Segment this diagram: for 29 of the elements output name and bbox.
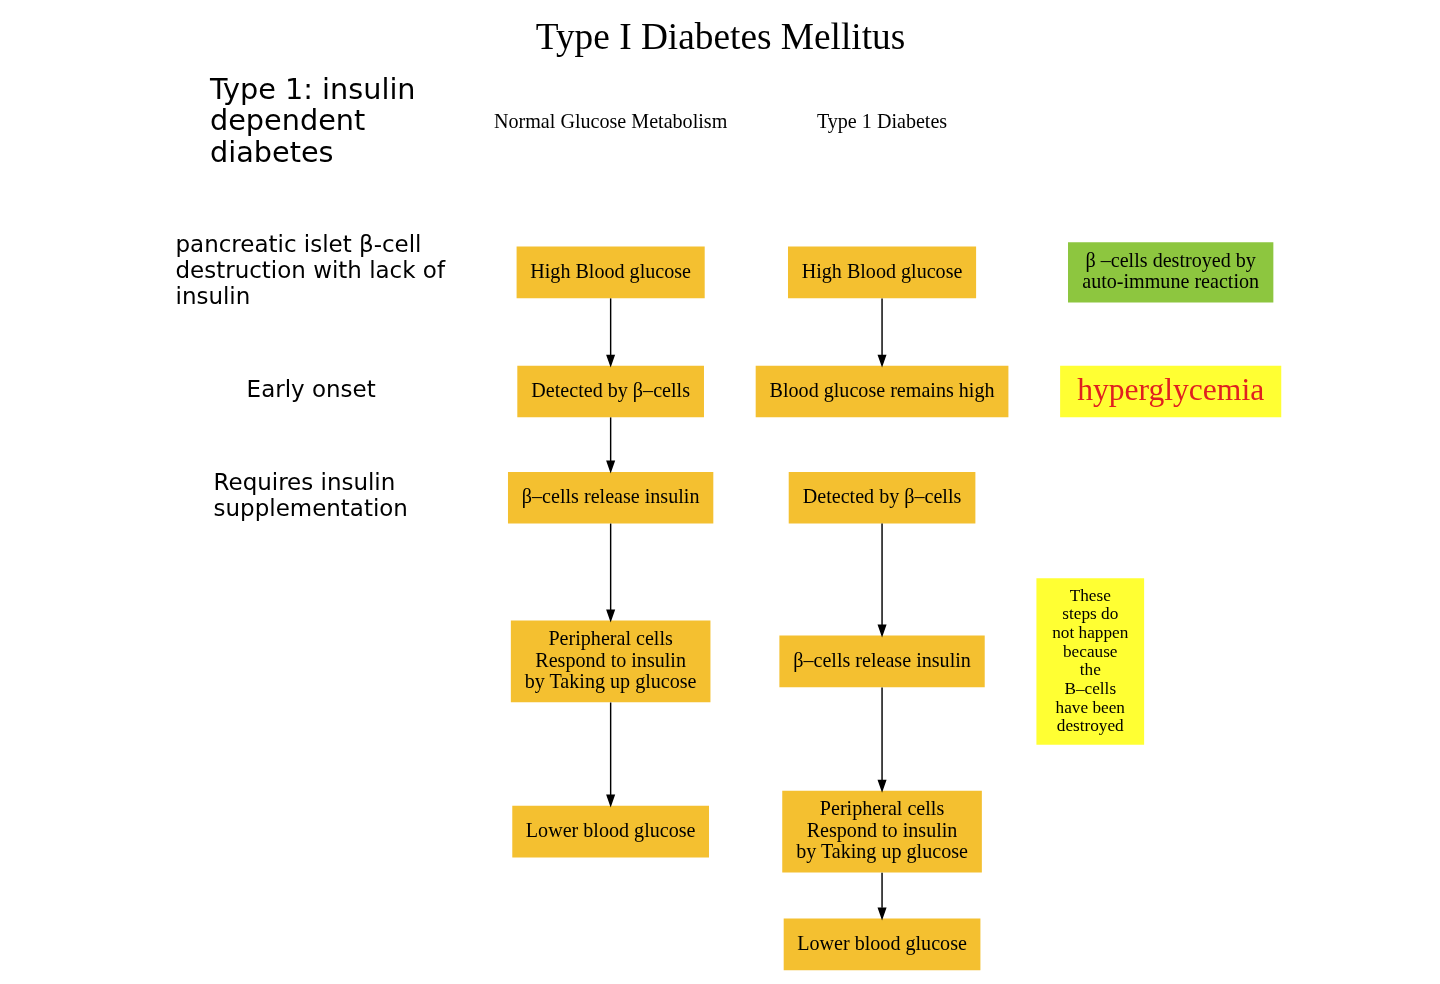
node-box: hyperglycemia xyxy=(1059,365,1281,418)
node-box: These steps do not happen because the B–cells have been destroyed xyxy=(1035,578,1144,745)
label: Requires insulin supplementation xyxy=(213,469,408,522)
arrow xyxy=(605,522,615,623)
node-box: β–cells release insulin xyxy=(778,635,985,688)
diagram-title: Type I Diabetes Mellitus xyxy=(535,16,905,58)
node-box: Detected by β–cells xyxy=(516,365,704,418)
arrow xyxy=(605,297,615,368)
node-box: Detected by β–cells xyxy=(788,471,975,524)
node-box: Peripheral cells Respond to insulin by Taking up glucose xyxy=(781,790,982,873)
node-box: Blood glucose remains high xyxy=(755,365,1008,418)
arrow xyxy=(877,872,887,921)
label: Type 1: insulin dependent diabetes xyxy=(209,71,416,169)
node-box: Peripheral cells Respond to insulin by Taking up glucose xyxy=(510,620,710,703)
node-box: High Blood glucose xyxy=(787,246,976,299)
node-box: β–cells release insulin xyxy=(507,471,713,524)
node-box: Lower blood glucose xyxy=(783,918,980,971)
label: Type 1 Diabetes xyxy=(816,110,947,133)
node-box: β –cells destroyed by auto-immune reaction xyxy=(1067,242,1273,303)
arrow xyxy=(877,686,887,793)
arrow xyxy=(877,297,887,368)
arrow xyxy=(877,522,887,638)
label: Normal Glucose Metabolism xyxy=(493,110,727,133)
arrow xyxy=(605,416,615,474)
node-box: Lower blood glucose xyxy=(511,805,709,858)
label: Early onset xyxy=(246,375,376,402)
node-box: High Blood glucose xyxy=(516,246,705,299)
label: pancreatic islet β-cell destruction with lack of insulin xyxy=(175,230,445,309)
arrow xyxy=(605,701,615,808)
